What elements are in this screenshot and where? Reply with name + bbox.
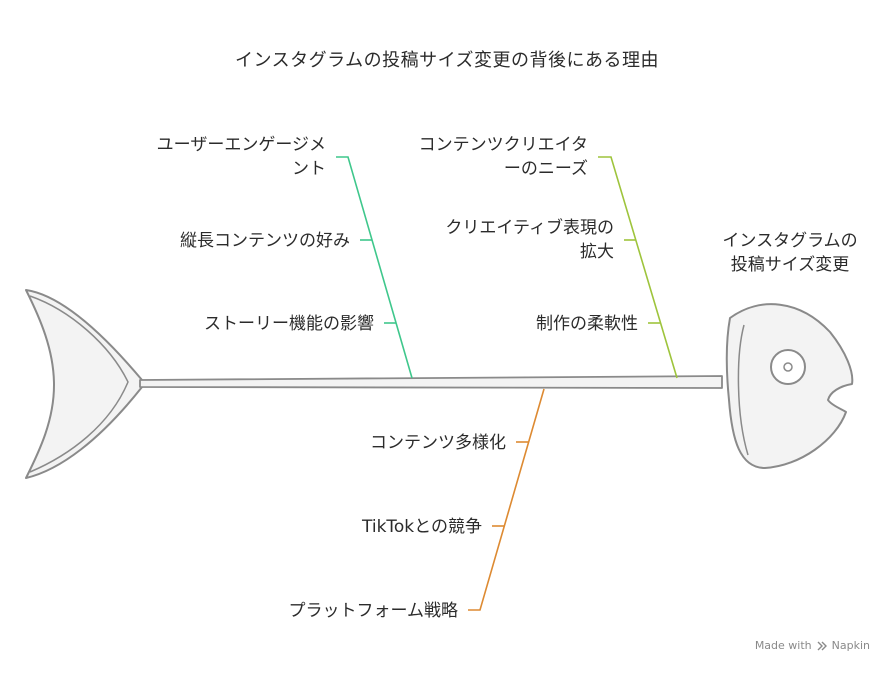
category-label-user-engagement: ユーザーエンゲージメ ント: [156, 135, 326, 179]
fish-head: [725, 303, 854, 469]
napkin-logo-icon: [817, 641, 827, 650]
bone-line-platform-strategy: [468, 388, 545, 611]
cause-creative-expression: クリエイティブ表現の 拡大: [445, 218, 614, 262]
fish-gill-line: [737, 324, 749, 456]
cause-content-diversification: コンテンツ多様化: [370, 433, 506, 453]
cause-production-flexibility: 制作の柔軟性: [536, 314, 638, 334]
fish-tail-inner-line: [29, 295, 129, 473]
head-label: インスタグラムの 投稿サイズ変更: [722, 231, 858, 275]
fish-pupil: [783, 362, 793, 372]
fish-tail: [25, 289, 143, 479]
fish-spine: [139, 375, 723, 389]
category-label-creator-needs: コンテンツクリエイタ ーのニーズ: [418, 135, 588, 179]
bone-user-engagement: [336, 156, 413, 379]
cause-vertical-content-preference: 縦長コンテンツの好み: [180, 231, 350, 251]
bone-creator-needs: [598, 156, 678, 379]
bone-platform-strategy: [468, 388, 545, 611]
cause-tiktok-competition: TikTokとの競争: [361, 517, 482, 537]
cause-story-feature-influence: ストーリー機能の影響: [204, 314, 374, 334]
watermark-made-with: Made with: [754, 639, 812, 652]
diagram-title: インスタグラムの投稿サイズ変更の背後にある理由: [234, 50, 660, 71]
category-label-platform-strategy: プラットフォーム戦略: [288, 601, 459, 621]
watermark-brand: Napkin: [831, 639, 870, 652]
bone-line-user-engagement: [336, 156, 413, 379]
napkin-watermark: Made with Napkin: [755, 639, 870, 652]
bone-line-creator-needs: [598, 156, 678, 379]
